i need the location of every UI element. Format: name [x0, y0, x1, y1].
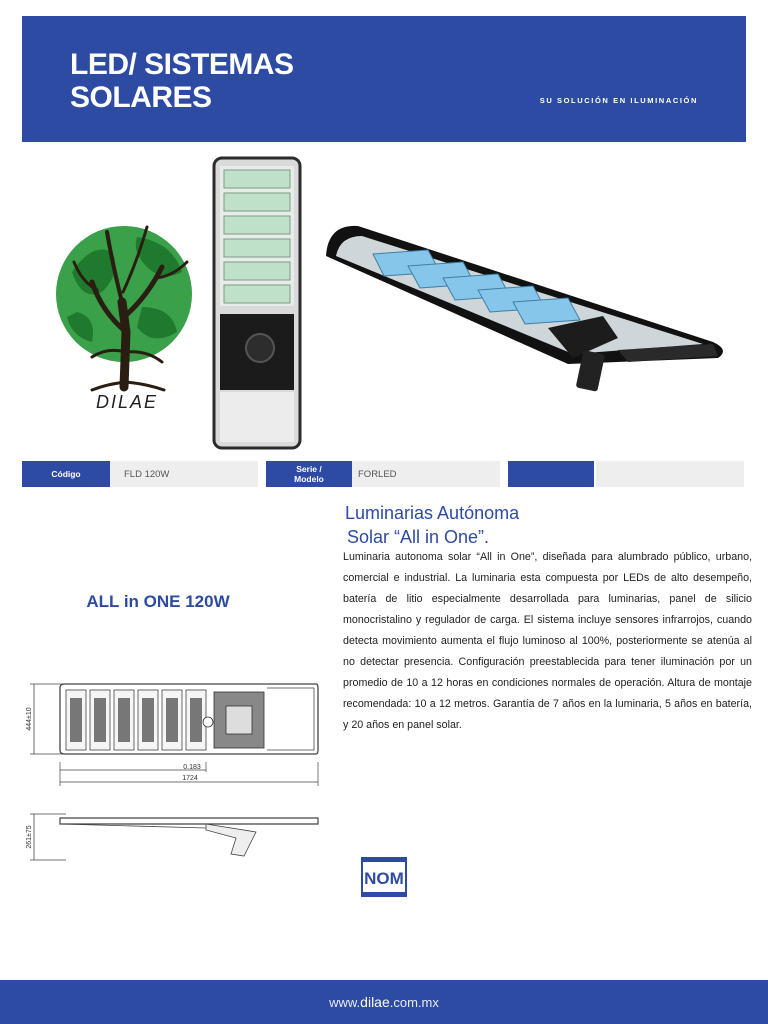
side-height-dimension: 261±75 — [26, 825, 33, 848]
series-label-line-1: Serie / — [296, 464, 322, 474]
tagline: SU SOLUCIÓN EN ILUMINACIÓN — [539, 96, 698, 105]
technical-drawing-side: 261±75 — [26, 813, 319, 861]
code-label: Código — [22, 461, 110, 487]
panel-dimension: 0.183 — [183, 764, 201, 771]
code-value: FLD 120W — [110, 461, 258, 487]
logo-text: DILAE — [96, 392, 158, 412]
footer: www.dilae.com.mx — [0, 980, 768, 1024]
series-value: FORLED — [352, 461, 500, 487]
title-line-1: LED/ SISTEMAS — [70, 48, 294, 81]
series-label-line-2: Modelo — [294, 474, 324, 484]
length-dimension: 1724 — [182, 775, 198, 782]
product-title-line-2: Solar “All in One”. — [347, 527, 490, 547]
dilae-logo: DILAE — [56, 225, 192, 412]
height-dimension: 444±10 — [26, 707, 33, 730]
angled-luminaire-image — [326, 225, 723, 392]
technical-drawing-top: 444±10 0.183 1724 — [26, 683, 319, 786]
vertical-luminaire-image — [212, 156, 302, 450]
title-line-2: SOLARES — [70, 81, 212, 114]
series-label: Serie / Modelo — [266, 461, 352, 487]
nom-badge-text: NOM — [364, 869, 404, 888]
extra-label — [508, 461, 594, 487]
footer-url-prefix: www. — [329, 994, 361, 1010]
product-description: Luminaria autonoma solar “All in One”, d… — [343, 551, 752, 731]
nom-badge: NOM — [361, 857, 407, 897]
footer-url-suffix: .com.mx — [389, 994, 439, 1010]
footer-url-brand: dilae — [360, 994, 390, 1010]
page-title: LED/ SISTEMAS SOLARES — [70, 48, 294, 114]
product-title: Luminarias Autónoma Solar “All in One”. — [345, 501, 519, 549]
header-banner: LED/ SISTEMAS SOLARES SU SOLUCIÓN EN ILU… — [22, 16, 746, 142]
extra-value — [596, 461, 744, 487]
product-title-line-1: Luminarias Autónoma — [345, 503, 520, 523]
model-name: ALL in ONE 120W — [86, 592, 230, 611]
